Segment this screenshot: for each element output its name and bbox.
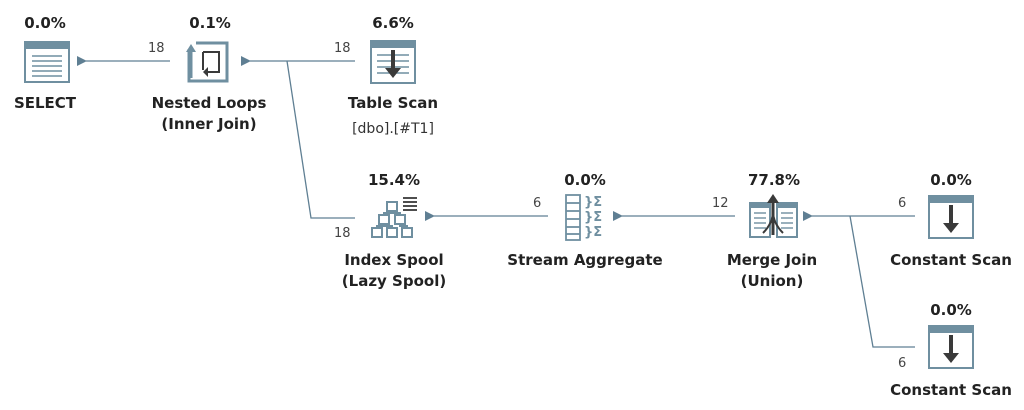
edge-rows-agg-spool: 6 (533, 196, 542, 211)
edge-rows-nl-select: 18 (148, 41, 165, 56)
table-scan-icon (370, 40, 416, 84)
edge-rows-spool-nl: 18 (334, 226, 351, 241)
stream-aggregate-icon: }Σ }Σ }Σ (565, 194, 602, 241)
svg-text:}Σ: }Σ (584, 225, 602, 240)
merge-join-icon (749, 194, 798, 238)
edge-rows-merge-agg: 12 (712, 196, 729, 211)
edge-rows-scan-nl: 18 (334, 41, 351, 56)
operator-cost-pct: 0.0% (930, 171, 972, 189)
nested-loops-icon (186, 41, 229, 83)
operator-label: Stream Aggregate (507, 251, 663, 269)
operator-label-line1: Merge Join (726, 251, 818, 269)
edge-rows-cs1-merge: 6 (898, 196, 907, 211)
operator-cost-pct: 0.0% (24, 14, 66, 32)
operator-cost-pct: 15.4% (367, 171, 421, 189)
edge-cs2-merge (849, 215, 915, 348)
operator-cost-pct: 0.0% (564, 171, 606, 189)
operator-cost-pct: 0.0% (930, 301, 972, 319)
operator-label: Table Scan (347, 94, 439, 112)
select-icon (24, 41, 70, 83)
constant-scan-icon (928, 325, 974, 369)
operator-label-line2: (Inner Join) (161, 115, 257, 133)
operator-label: Constant Scan (890, 251, 1012, 269)
operator-label-line2: (Lazy Spool) (341, 272, 447, 290)
operator-label-line1: Index Spool (344, 251, 444, 269)
operator-label: Constant Scan (890, 381, 1012, 399)
operator-label: SELECT (13, 94, 77, 112)
edge-spool-nl (286, 60, 355, 219)
operator-cost-pct: 6.6% (372, 14, 414, 32)
operator-object-name: [dbo].[#T1] (352, 121, 434, 137)
operator-cost-pct: 77.8% (747, 171, 801, 189)
edge-rows-cs2-merge: 6 (898, 356, 907, 371)
operator-label-line1: Nested Loops (151, 94, 267, 112)
index-spool-icon (371, 197, 417, 238)
svg-text:}Σ: }Σ (584, 210, 602, 225)
svg-text:}Σ: }Σ (584, 195, 602, 210)
operator-cost-pct: 0.1% (189, 14, 231, 32)
operator-label-line2: (Union) (740, 272, 804, 290)
constant-scan-icon (928, 195, 974, 239)
